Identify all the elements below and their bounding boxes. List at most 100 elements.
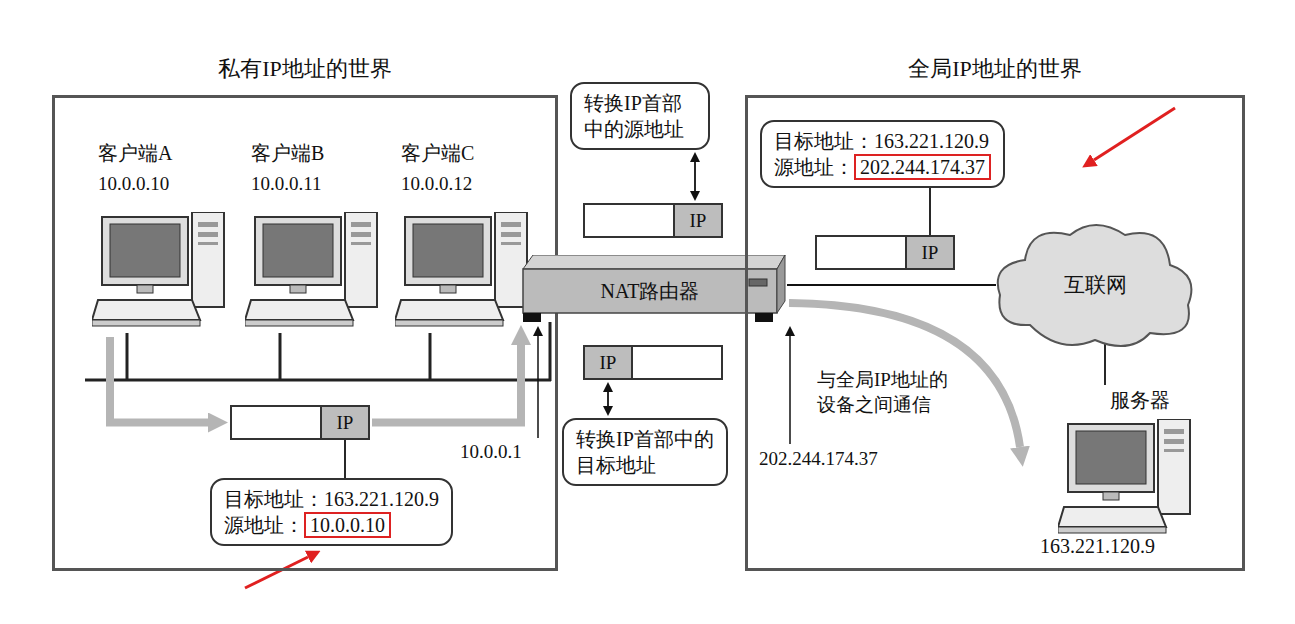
illustration-part [413,224,483,277]
ip-header: IP [673,205,721,236]
illustration-part [245,300,353,320]
bubble-node: 转换IP首部中的目标地址 [562,418,728,486]
callout-label: 202.244.174.37 [757,447,880,472]
callout-label: 10.0.0.1 [458,440,524,465]
server-name: 服务器 [1110,387,1170,414]
illustration-part [429,333,432,380]
illustration-part [198,232,218,237]
flow-arrow [372,345,521,423]
connector-line [607,392,609,406]
illustration-part [440,285,456,293]
illustration-part [92,320,200,326]
leader-line [537,336,539,438]
client-name: 客户端C [385,140,530,166]
bubble-node: 转换IP首部中的源地址 [570,82,710,150]
illustration-part [137,285,153,293]
bubble-text: 目标地址：163.221.120.9 [774,128,991,154]
red-pointer [1094,108,1175,160]
illustration-part [523,313,541,322]
illustration-part [395,300,503,320]
packet-node: IP [230,405,370,440]
illustration-part [198,222,218,227]
client-node: 客户端B 10.0.0.11 [235,140,380,335]
computer-icon [395,212,529,328]
illustration-part [1158,419,1190,514]
illustration-part [126,333,129,380]
ip-address: 10.0.0.12 [385,172,530,197]
illustration-part [501,232,521,237]
illustration-part [351,232,371,237]
illustration-part [495,212,527,307]
illustration-part [279,333,282,380]
illustration-part [351,242,371,245]
highlighted-address: 10.0.0.10 [304,512,391,538]
illustration-part [245,320,353,326]
ip-header: IP [905,237,953,268]
flow-arrow [789,303,1020,447]
illustration-part [755,313,773,322]
connector-line [694,162,696,191]
cloud-node: 互联网 [990,215,1200,355]
illustration-part [501,222,521,227]
illustration-part [1164,429,1184,434]
server-node: 服务器 163.221.120.9 [1030,385,1200,565]
bubble-text: 源地址： [224,514,304,536]
ip-address: 10.0.0.11 [235,172,380,197]
packet-node: IP [583,203,723,238]
illustration-part [777,255,785,313]
region-node: 全局IP地址的世界目标地址：163.221.120.9源地址：202.244.1… [745,95,1245,571]
bubble-text: 源地址： [774,156,854,178]
illustration-part [85,379,551,382]
packet-node: IP [815,235,955,270]
leader-line [789,336,791,444]
callout-label: 与全局IP地址的设备之间通信 [815,368,959,417]
packet-node: IP [583,345,723,380]
connector-line [929,188,931,235]
red-pointer [245,557,308,588]
ip-header: IP [320,407,368,438]
server-icon [1058,419,1192,535]
bubble-line: 源地址：202.244.174.37 [774,154,991,180]
bubble-node: 目标地址：163.221.120.9源地址：10.0.0.10 [210,478,453,546]
computer-icon [92,212,226,328]
illustration-part [1103,492,1119,500]
ip-header: IP [585,347,633,378]
illustration-part [1076,431,1146,484]
region-heading: 私有IP地址的世界 [55,54,555,84]
bubble-line: 源地址：10.0.0.10 [224,512,439,538]
illustration-part [198,242,218,245]
bubble-text: 目标地址：163.221.120.9 [224,486,439,512]
computer-icon [245,212,379,328]
highlighted-address: 202.244.174.37 [854,154,991,180]
cloud-label: 互联网 [990,215,1200,355]
connector-line [344,440,346,478]
ip-address: 10.0.0.10 [82,172,227,197]
illustration-part [549,322,552,381]
illustration-part [405,217,491,285]
bubble-node: 目标地址：163.221.120.9源地址：202.244.174.37 [760,120,1005,188]
illustration-part [92,300,200,320]
illustration-part [255,217,341,285]
bubble-text: 转换IP首部中的目标地址 [576,426,714,478]
illustration-part [1058,507,1166,527]
illustration-part [351,222,371,227]
region-heading: 全局IP地址的世界 [748,54,1242,84]
ip-address: 163.221.120.9 [1040,535,1155,558]
illustration-part [1068,424,1154,492]
illustration-part [290,285,306,293]
lan-bus [85,322,551,381]
bubble-text: 转换IP首部中的源地址 [584,90,696,142]
illustration-part [1058,527,1166,533]
illustration-part [192,212,224,307]
illustration-part [523,269,777,313]
illustration-part [395,320,503,326]
illustration-part [102,217,188,285]
client-name: 客户端A [82,140,227,166]
connector-line [787,284,996,286]
client-name: 客户端B [235,140,380,166]
illustration-part [749,279,767,286]
illustration-part [1164,439,1184,444]
illustration-part [1164,449,1184,452]
router-label: NAT路由器 [523,269,777,313]
illustration-part [501,242,521,245]
